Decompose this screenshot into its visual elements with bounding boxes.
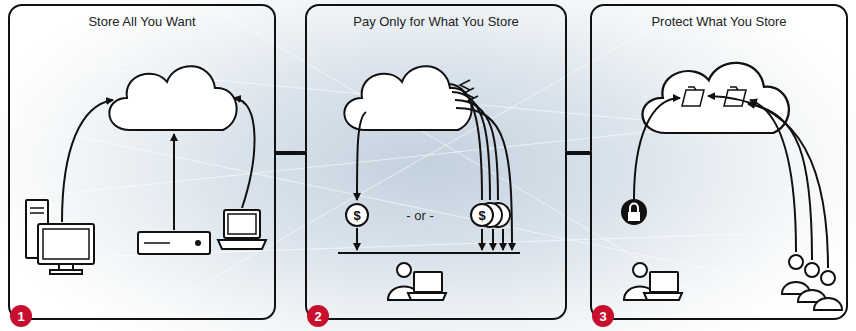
store-illustration — [26, 66, 266, 274]
panel-connector — [276, 151, 305, 155]
panel-box: Protect What You Store — [590, 4, 848, 320]
panel-title: Protect What You Store — [592, 14, 846, 29]
panel-box: Pay Only for What You Store $ $ — [305, 4, 567, 320]
choice-label: - or - — [406, 208, 433, 223]
coin-circle: $ — [470, 203, 494, 227]
panel-title: Pay Only for What You Store — [307, 14, 565, 29]
coin-circle: $ — [345, 203, 369, 227]
callout-number: 1 — [10, 305, 32, 327]
callout-number: 3 — [592, 305, 614, 327]
currency-symbol: $ — [478, 209, 485, 222]
panel-box: Store All You Want — [8, 4, 276, 320]
panel-connector — [567, 151, 590, 155]
callout-number: 2 — [307, 305, 329, 327]
protect-illustration — [622, 63, 842, 310]
pay-illustration — [338, 66, 520, 300]
panel-title: Store All You Want — [10, 14, 274, 29]
currency-symbol: $ — [353, 209, 360, 222]
